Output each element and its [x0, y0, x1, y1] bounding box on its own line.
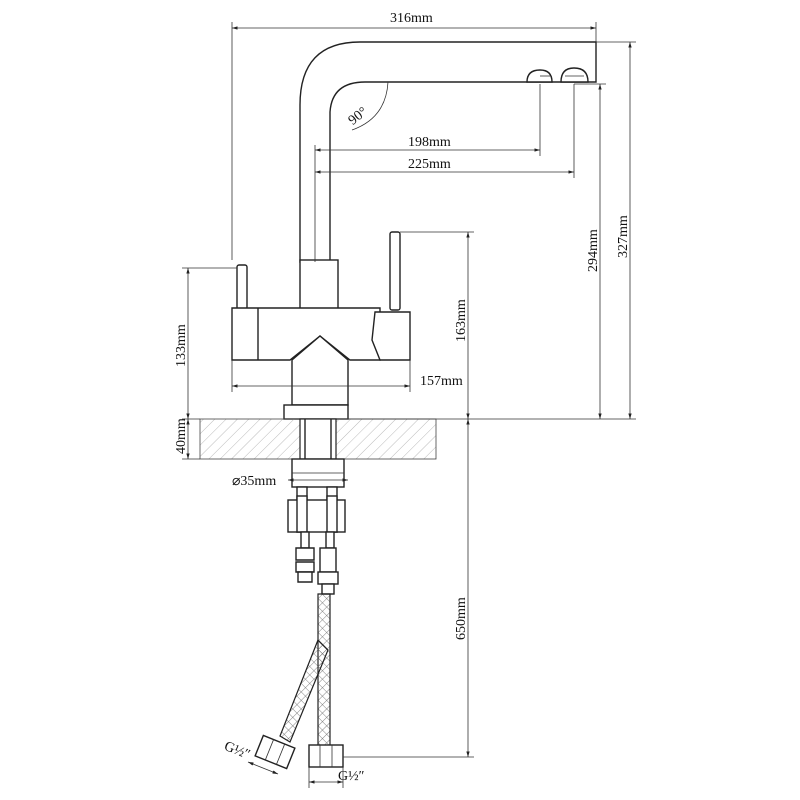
spout	[299, 41, 597, 263]
dim-label-thread-right: G½″	[338, 769, 365, 784]
countertop	[199, 418, 437, 460]
angle-label: 90°	[346, 105, 371, 129]
right-handle	[389, 231, 401, 311]
outlet-nozzle-2	[560, 67, 589, 83]
fitting-right	[308, 744, 344, 768]
dimension-lines	[182, 22, 636, 788]
dim-label-counter-thickness: 40mm	[174, 418, 189, 454]
dim-label-body-height: 163mm	[454, 299, 469, 342]
dim-label-outlet-1-reach: 198mm	[408, 135, 451, 150]
outlet-nozzle-1	[526, 69, 553, 83]
dim-label-outlet-height: 294mm	[586, 229, 601, 272]
dim-label-thread-left: G½″	[222, 739, 252, 763]
dim-label-spout-width: 316mm	[390, 11, 433, 26]
dim-label-handle-height: 133mm	[174, 324, 189, 367]
right-cartridge	[371, 311, 411, 361]
left-handle	[236, 264, 248, 310]
dim-label-spout-height: 327mm	[616, 215, 631, 258]
base-plate	[283, 404, 349, 420]
dim-label-outlet-2-reach: 225mm	[408, 157, 451, 172]
flexible-hoses	[254, 593, 344, 770]
dim-label-hose-length: 650mm	[454, 597, 469, 640]
dim-label-body-width: 157mm	[420, 374, 463, 389]
mounting-hardware	[287, 458, 346, 595]
dim-label-shank-diameter: ⌀35mm	[232, 474, 276, 489]
hose-right	[317, 593, 331, 761]
valve-body	[231, 231, 411, 420]
hose-left	[279, 638, 329, 743]
